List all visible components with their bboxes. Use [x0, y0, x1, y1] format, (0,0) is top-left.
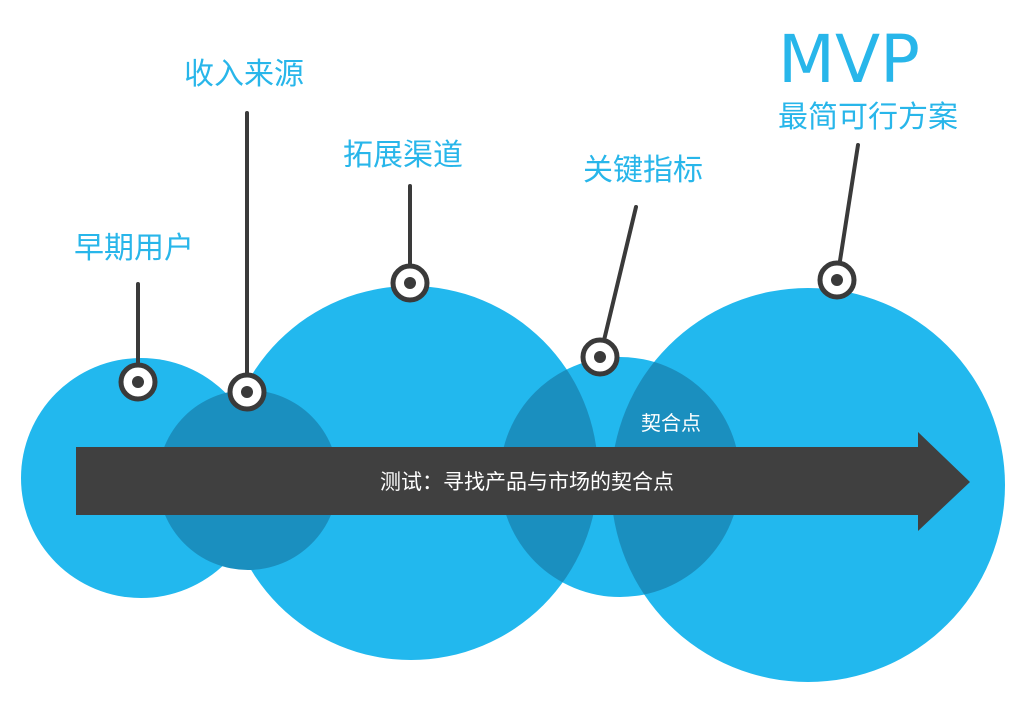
pin-marker-early-users [118, 362, 158, 402]
pin-marker-revenue [227, 372, 267, 412]
label-mvp-subtitle: 最简可行方案 [778, 100, 958, 135]
label-early-users: 早期用户 [74, 231, 194, 266]
overlap-channels-metrics [500, 357, 598, 597]
pin-marker-mvp [817, 260, 857, 300]
test-arrow [76, 432, 970, 531]
pin-marker-channels [390, 263, 430, 303]
label-channels: 拓展渠道 [343, 138, 463, 173]
pin-marker-key-metrics [580, 337, 620, 377]
fit-point-label: 契合点 [641, 411, 701, 435]
pin-line-key-metrics [598, 205, 638, 359]
pin-markers [118, 260, 857, 412]
pin-line-mvp [835, 143, 860, 282]
label-revenue: 收入来源 [184, 57, 304, 92]
label-mvp-title: MVP [778, 21, 920, 98]
label-key-metrics: 关键指标 [583, 153, 703, 188]
arrow-text: 测试：寻找产品与市场的契合点 [380, 470, 674, 494]
